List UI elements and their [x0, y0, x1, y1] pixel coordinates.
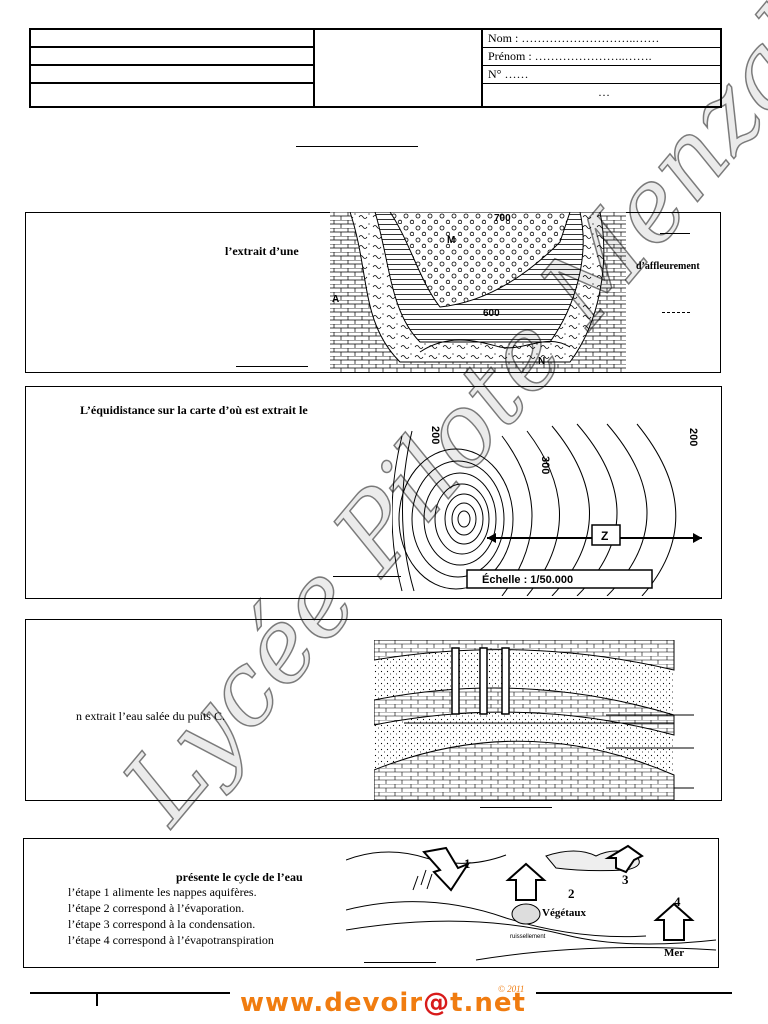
section1-answer-line-2 [662, 312, 690, 313]
header-middle-cell [313, 30, 483, 106]
step-2: 2 [568, 886, 575, 901]
statement-2: l’étape 2 correspond à l’évaporation. [68, 901, 245, 915]
section3-text: n extrait l’eau salée du puits C. [76, 709, 225, 723]
label-vegetaux: Végétaux [542, 907, 586, 919]
contour-200-left: 200 [429, 426, 441, 444]
footer-url-at: @ [423, 988, 451, 1018]
title-underline [296, 146, 418, 147]
footer-url-prefix: www.devoir [240, 988, 424, 1018]
footer-year: © 2011 [498, 984, 525, 994]
header-table: Nom : ………………………..…… Prénom : …………………..……… [29, 28, 722, 108]
section3-box [25, 619, 722, 801]
prenom-field: Prénom : …………………..……. [483, 48, 720, 66]
section4-box [23, 838, 719, 968]
section4-title: présente le cycle de l’eau [176, 870, 303, 884]
point-n: N [538, 356, 545, 367]
header-dots: … [598, 85, 610, 99]
statement-1: l’étape 1 alimente les nappes aquifères. [68, 885, 257, 899]
section2-box [25, 386, 722, 599]
section3-answer-line [480, 807, 552, 808]
contour-300: 300 [539, 456, 551, 474]
footer-url-suffix: t.net [450, 988, 526, 1018]
point-a: A [332, 294, 339, 305]
step-3: 3 [622, 872, 629, 887]
contour-700: 700 [494, 213, 511, 224]
section1-text: l’extrait d’une [225, 244, 299, 258]
topographic-map-drawing: Z Échelle : 1/50.000 200 300 200 [392, 423, 702, 596]
header-student-info: Nom : ………………………..…… Prénom : …………………..……… [483, 30, 720, 106]
step-1: 1 [464, 856, 471, 871]
section2-answer-line [333, 576, 401, 577]
section1-bottom-line [236, 366, 308, 367]
numero-field: N° …… [483, 66, 720, 84]
statement-4: l’étape 4 correspond à l’évapotranspirat… [68, 933, 274, 947]
section4-answer-line [364, 962, 436, 963]
label-ruissellement: ruissellement [510, 934, 546, 940]
contour-600: 600 [483, 308, 500, 319]
nom-field: Nom : ………………………..…… [483, 30, 720, 48]
point-m: M [447, 235, 455, 246]
statement-3: l’étape 3 correspond à la condensation. [68, 917, 256, 931]
section2-text: L’équidistance sur la carte d’où est ext… [80, 403, 308, 417]
label-z: Z [601, 529, 608, 543]
footer-url: www.devoir@t.net [240, 988, 526, 1018]
label-mer: Mer [664, 947, 684, 959]
section1-answer-line [660, 233, 690, 234]
map-scale: Échelle : 1/50.000 [482, 573, 573, 586]
contour-200-right: 200 [687, 428, 699, 446]
step-4: 4 [674, 894, 681, 909]
water-cycle-diagram: 1 2 3 4 Végétaux Mer ruissellement [346, 844, 716, 961]
header-left-cells [31, 30, 313, 106]
section1-label-right: d’affleurement [636, 261, 700, 272]
aquifer-cross-section [374, 640, 694, 800]
geologic-map-drawing: 700 600 M A N [330, 212, 626, 372]
footer-line-right [536, 992, 732, 994]
footer-line-left [30, 992, 230, 994]
footer-tick [96, 992, 98, 1006]
